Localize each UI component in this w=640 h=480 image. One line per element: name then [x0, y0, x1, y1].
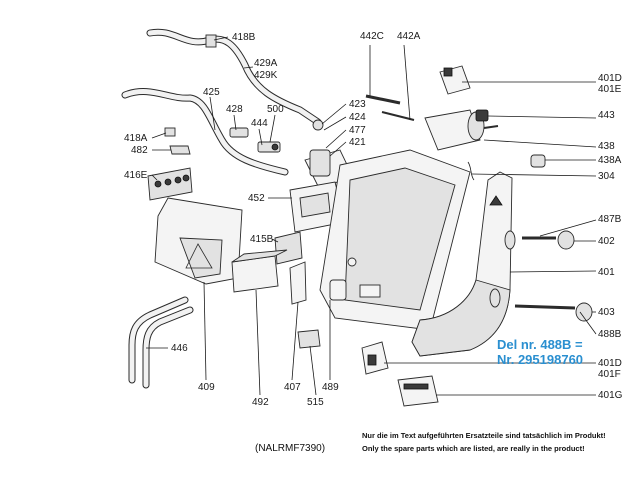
part-note-line2: Nr. 295198760	[497, 352, 584, 367]
rods-442	[365, 94, 415, 121]
terminal-415B	[274, 231, 303, 265]
door-401	[411, 171, 516, 357]
label-488B: 488B	[598, 329, 622, 340]
label-482: 482	[131, 145, 148, 156]
label-489: 489	[322, 382, 339, 393]
tube-446	[128, 296, 194, 389]
label-421: 421	[349, 137, 366, 148]
label-429K: 429K	[254, 70, 278, 81]
switch-443	[475, 109, 489, 122]
module-492	[231, 249, 288, 293]
label-424: 424	[349, 112, 366, 123]
pin-403-488B	[514, 302, 593, 322]
label-452: 452	[248, 193, 265, 204]
connector-418A-482	[164, 127, 191, 155]
latch-401G	[397, 375, 439, 407]
model-code: (NALRMF7390)	[255, 443, 326, 454]
disclaimer-en: Only the spare parts which are listed, a…	[362, 444, 585, 453]
bushing-438A	[530, 154, 546, 168]
label-415B: 415B	[250, 234, 274, 245]
label-401E: 401E	[598, 84, 622, 95]
label-515: 515	[307, 397, 324, 408]
valve-428-500	[229, 127, 281, 153]
label-401D-top: 401D	[598, 73, 622, 84]
bracket-407	[289, 261, 307, 305]
frame-489	[319, 149, 471, 331]
label-423: 423	[349, 99, 366, 110]
label-444: 444	[251, 118, 268, 129]
clip-515	[297, 329, 321, 349]
tube-418B	[146, 28, 322, 126]
disclaimer-de: Nur die im Text aufgeführten Ersatzteile…	[362, 431, 606, 440]
part-note-line1: Del nr. 488B =	[497, 337, 583, 352]
label-487B: 487B	[598, 214, 622, 225]
label-500: 500	[267, 104, 284, 115]
label-477: 477	[349, 125, 366, 136]
bracket-401D-top	[439, 65, 471, 95]
terminal-strip-416E	[147, 167, 193, 201]
label-401G: 401G	[598, 390, 623, 401]
label-425: 425	[203, 87, 220, 98]
part-note: Del nr. 488B = Nr. 295198760	[497, 337, 583, 367]
label-304: 304	[598, 171, 615, 182]
spring-304	[467, 161, 475, 181]
part-labels: 418B 429A 429K 442C 442A 401D 401E 425 4…	[124, 31, 623, 408]
label-429A: 429A	[254, 58, 278, 69]
label-438A: 438A	[598, 155, 622, 166]
label-401D-bottom: 401D	[598, 358, 622, 369]
label-416E: 416E	[124, 170, 148, 181]
label-407: 407	[284, 382, 301, 393]
label-442A: 442A	[397, 31, 421, 42]
label-401F: 401F	[598, 369, 621, 380]
label-443: 443	[598, 110, 615, 121]
label-442C: 442C	[360, 31, 384, 42]
bracket-401D-bottom	[361, 341, 389, 375]
leader-lines	[146, 36, 597, 396]
label-409: 409	[198, 382, 215, 393]
label-438: 438	[598, 141, 615, 152]
label-418A: 418A	[124, 133, 148, 144]
pin-487B-402	[522, 230, 575, 250]
label-418B: 418B	[232, 32, 256, 43]
label-428: 428	[226, 104, 243, 115]
label-402: 402	[598, 236, 615, 247]
label-403: 403	[598, 307, 615, 318]
label-446: 446	[171, 343, 188, 354]
tube-425	[121, 88, 289, 176]
cover-409	[154, 197, 243, 285]
label-492: 492	[252, 397, 269, 408]
label-401: 401	[598, 267, 615, 278]
